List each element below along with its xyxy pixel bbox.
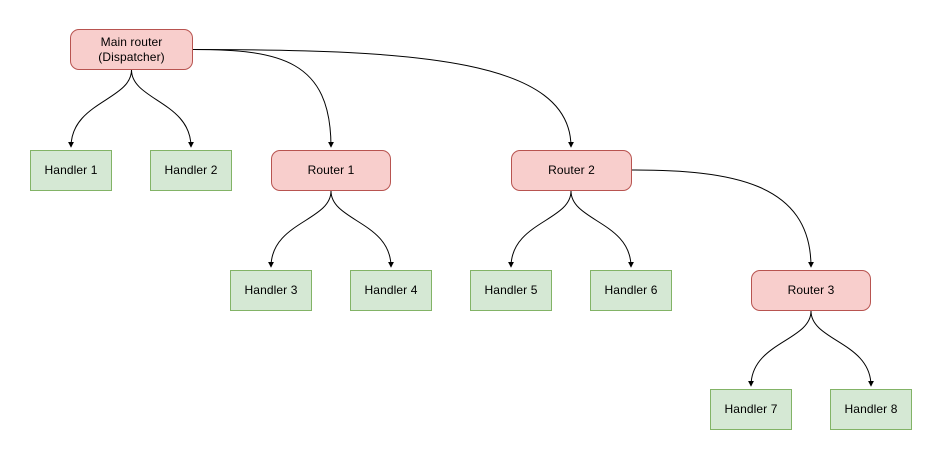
node-main-router[interactable]: Main router (Dispatcher) bbox=[70, 29, 193, 70]
node-handler-3[interactable]: Handler 3 bbox=[230, 270, 312, 311]
edges-group bbox=[68, 49, 874, 387]
node-router-2[interactable]: Router 2 bbox=[511, 150, 632, 191]
node-label-handler-1: Handler 1 bbox=[44, 163, 98, 177]
node-handler-2[interactable]: Handler 2 bbox=[150, 150, 232, 191]
edge-main-router-to-router-1 bbox=[192, 49, 334, 148]
edge-main-router-to-router-2 bbox=[192, 49, 574, 148]
node-label-handler-4: Handler 4 bbox=[364, 283, 418, 297]
node-handler-6[interactable]: Handler 6 bbox=[590, 270, 672, 311]
edge-router-2-to-handler-6 bbox=[570, 190, 634, 268]
node-label-handler-7: Handler 7 bbox=[724, 402, 778, 416]
node-router-3[interactable]: Router 3 bbox=[751, 270, 871, 311]
node-label-handler-8: Handler 8 bbox=[844, 402, 898, 416]
edge-main-router-to-handler-2 bbox=[131, 69, 194, 148]
node-router-1[interactable]: Router 1 bbox=[271, 150, 391, 191]
node-label-main-router: Main router (Dispatcher) bbox=[98, 34, 165, 64]
edge-router-2-to-router-3 bbox=[631, 169, 814, 268]
node-label-handler-5: Handler 5 bbox=[484, 283, 538, 297]
edge-router-2-to-handler-5 bbox=[508, 190, 572, 268]
node-handler-8[interactable]: Handler 8 bbox=[830, 389, 912, 430]
edge-router-3-to-handler-7 bbox=[748, 310, 812, 387]
node-label-handler-6: Handler 6 bbox=[604, 283, 658, 297]
edge-router-1-to-handler-3 bbox=[268, 190, 332, 268]
node-label-router-2: Router 2 bbox=[548, 163, 595, 177]
node-handler-4[interactable]: Handler 4 bbox=[350, 270, 432, 311]
node-label-router-1: Router 1 bbox=[307, 163, 355, 177]
node-label-handler-2: Handler 2 bbox=[164, 163, 218, 177]
node-label-router-3: Router 3 bbox=[787, 283, 835, 297]
node-handler-5[interactable]: Handler 5 bbox=[470, 270, 552, 311]
node-label-handler-3: Handler 3 bbox=[244, 283, 298, 297]
edge-router-1-to-handler-4 bbox=[330, 190, 394, 268]
node-handler-1[interactable]: Handler 1 bbox=[30, 150, 112, 191]
node-handler-7[interactable]: Handler 7 bbox=[710, 389, 792, 430]
edge-router-3-to-handler-8 bbox=[810, 310, 874, 387]
edge-main-router-to-handler-1 bbox=[68, 69, 132, 148]
